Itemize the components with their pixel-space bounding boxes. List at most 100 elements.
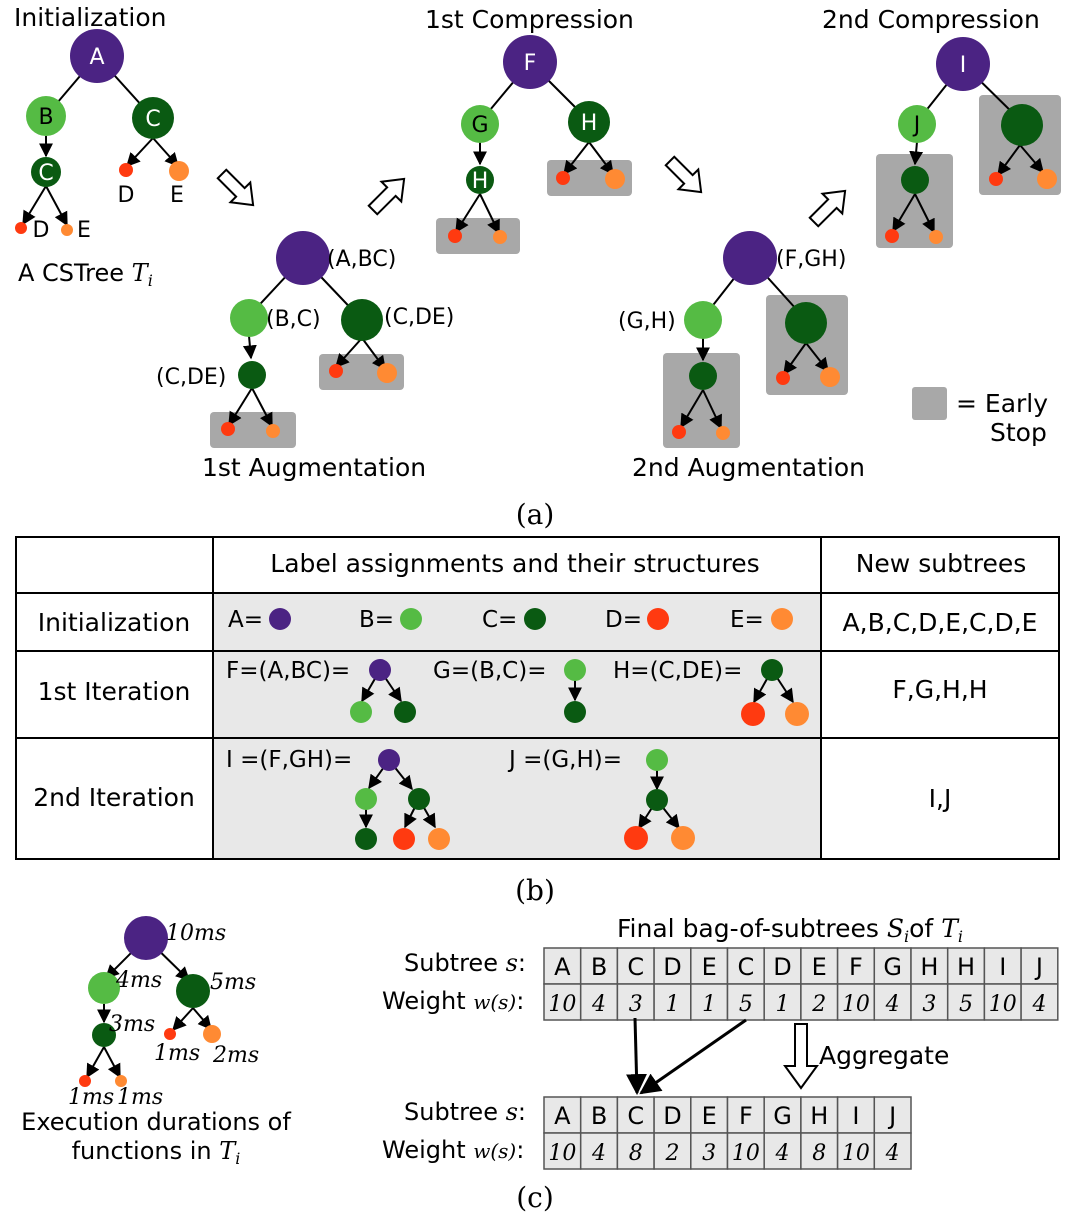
agg-subtree-cell: [690, 1096, 729, 1134]
comp2-tree: I J: [876, 37, 1061, 248]
aug2-tree: (F,GH) (G,H): [618, 231, 848, 448]
node-C-left: [31, 157, 61, 187]
dur-right: 5ms: [210, 970, 256, 995]
bag-subtree-value: I: [999, 953, 1006, 981]
panel-c: 10ms 4ms 5ms 3ms 1ms 2ms 1ms 1ms Executi…: [21, 914, 1059, 1214]
aug1-right-label: (C,DE): [384, 305, 454, 330]
agg-weight-cell: [579, 1132, 619, 1170]
bag-subtree-cell: [873, 947, 912, 985]
agg-weight-cell: [543, 1132, 582, 1170]
node-E-right: [169, 161, 189, 181]
bag-weight-cell: [1020, 983, 1059, 1021]
agg-subtree-cell: [653, 1096, 692, 1134]
agg-weight-value: 8: [629, 1141, 643, 1166]
agg-subtree-value: J: [887, 1102, 896, 1130]
table-header-subtrees: New subtrees: [856, 549, 1027, 578]
it2-assignments: I =(F,GH)= J =(G,H)=: [226, 747, 695, 850]
agg-subtree-cell: [763, 1096, 802, 1134]
bag-subtree-value: D: [773, 953, 791, 981]
caption-a: (a): [516, 498, 555, 531]
row-it2-name: 2nd Iteration: [33, 783, 195, 812]
agg-weight-value: 10: [842, 1141, 870, 1166]
aug1-tree: (A,BC) (B,C) (C,DE) (C,DE): [156, 231, 454, 448]
dur-ll: 3ms: [109, 1012, 155, 1037]
aggregate-arrow-c1: [625, 1017, 647, 1096]
aggregate-label: Aggregate: [819, 1041, 949, 1070]
assign-I: I =(F,GH)=: [226, 747, 352, 773]
bag-weight-value: 4: [1031, 992, 1046, 1017]
panel-b: Label assignments and their structures N…: [15, 536, 1060, 907]
agg-weight-value: 4: [591, 1141, 606, 1166]
node-C-left-label: C: [38, 161, 53, 186]
agg-subtree-value: D: [663, 1102, 681, 1130]
bag-weight-value: 4: [591, 992, 606, 1017]
duration-tree: 10ms 4ms 5ms 3ms 1ms 2ms 1ms 1ms: [68, 916, 259, 1110]
bag-subtree-value: C: [627, 953, 644, 981]
node-H-left-label: H: [472, 169, 489, 194]
node-E-left: [61, 224, 73, 236]
assign-F: F=(A,BC)=: [226, 658, 350, 684]
bag-subtree-cell: [690, 947, 729, 985]
node-D-left: [15, 222, 27, 234]
node-A-label: A: [89, 45, 104, 70]
arrow-to-aug1: [216, 168, 255, 207]
hollow-arrows: [216, 155, 847, 228]
assign-E: E=: [730, 607, 764, 633]
agg-weight-cell: [800, 1132, 839, 1170]
comp1-tree: F G H H: [436, 35, 632, 254]
aug2-root-label: (F,GH): [776, 247, 846, 272]
dur-rr: 2ms: [212, 1043, 259, 1068]
node-D-left-label: D: [33, 218, 50, 243]
node-G-label: G: [471, 113, 488, 138]
node-H-right-label: H: [581, 111, 598, 136]
node-F-label: F: [524, 51, 537, 76]
agg-weight-cell: [763, 1132, 802, 1170]
bag-title: Final bag-of-subtrees Siof Ti: [617, 914, 963, 946]
node-D-right-label: D: [118, 183, 135, 208]
row-it1-name: 1st Iteration: [38, 677, 191, 706]
comp2-title: 2nd Compression: [822, 5, 1040, 34]
dur-llr: 1ms: [117, 1085, 163, 1110]
arrow-to-comp1: [367, 177, 406, 216]
agg-weight-label: Weight w(s):: [382, 1136, 524, 1164]
bag-weight-value: 4: [885, 992, 900, 1017]
shaded-cells: [213, 594, 821, 858]
early-stop-swatch: [912, 387, 947, 420]
bag-weight-value: 10: [842, 992, 870, 1017]
bag-subtree-cell: [763, 947, 802, 985]
bag-subtree-value: C: [737, 953, 754, 981]
bag-weight-value: 1: [665, 992, 679, 1017]
bag-subtree-label: Subtree s:: [404, 949, 526, 977]
bag-weight-value: 3: [922, 992, 936, 1017]
agg-weight-value: 3: [702, 1141, 716, 1166]
row-it1-subtrees: F,G,H,H: [892, 675, 987, 704]
aug1-title: 1st Augmentation: [202, 453, 426, 482]
aug1-root-label: (A,BC): [327, 247, 396, 272]
aggregate-arrow-c2: [639, 1018, 747, 1095]
node-D-right: [119, 163, 133, 177]
node-J-label: J: [912, 113, 921, 138]
agg-subtree-value: C: [627, 1102, 644, 1130]
dur-rl: 1ms: [154, 1041, 200, 1066]
assign-D: D=: [605, 607, 642, 633]
bag-weight-value: 1: [776, 992, 790, 1017]
bag-weight-value: 5: [739, 992, 753, 1017]
node-A: [70, 29, 124, 83]
bag-weight-cell: [579, 983, 619, 1021]
bag-weight-value: 10: [548, 992, 576, 1017]
assign-A: A=: [228, 607, 263, 633]
init-title: Initialization: [14, 3, 166, 32]
assign-C: C=: [482, 607, 517, 633]
bag-subtree-value: J: [1034, 953, 1043, 981]
agg-weight-cell: [726, 1132, 765, 1170]
agg-subtree-value: G: [773, 1102, 792, 1130]
panel-a: Initialization 1st Compression 2nd Compr…: [14, 3, 1061, 531]
table-header-labels: Label assignments and their structures: [270, 549, 759, 578]
bag-subtree-value: H: [957, 953, 975, 981]
bag-subtree-value: D: [663, 953, 681, 981]
node-B-label: B: [38, 105, 53, 130]
